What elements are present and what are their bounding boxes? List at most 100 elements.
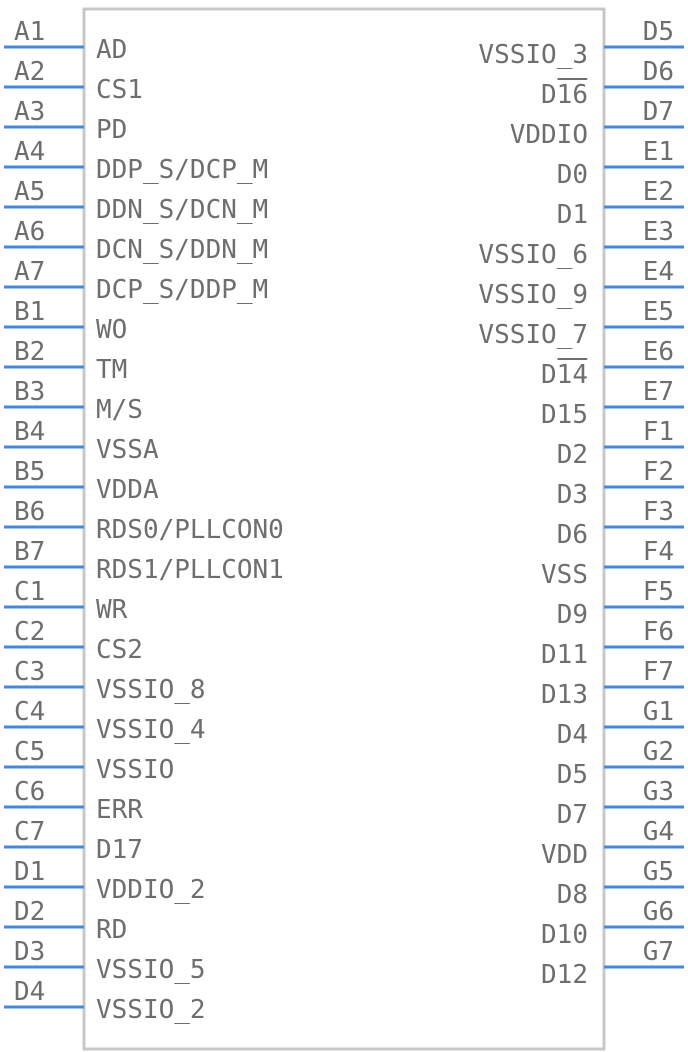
pin-name-d4: D4 [557, 720, 588, 750]
pin-name-dcn-s-ddn-m: DCN_S/DDN_M [96, 235, 268, 265]
pin-name-dcp-s-ddp-m: DCP_S/DDP_M [96, 275, 268, 305]
pin-number-g6: G6 [643, 897, 674, 927]
pin-name-d8: D8 [557, 880, 588, 910]
pin-number-e3: E3 [643, 217, 674, 247]
pin-number-e7: E7 [643, 377, 674, 407]
pin-name-vssio-6: VSSIO_6 [478, 240, 588, 270]
pin-number-f3: F3 [643, 497, 674, 527]
right-pin-group: D5VSSIO_3D6D16D7VDDIOE1D0E2D1E3VSSIO_6E4… [478, 17, 684, 990]
pin-name-vssio-2: VSSIO_2 [96, 995, 206, 1025]
pin-name-vssio-8: VSSIO_8 [96, 675, 206, 705]
pin-number-c2: C2 [14, 617, 45, 647]
pin-name-ddp-s-dcp-m: DDP_S/DCP_M [96, 155, 268, 185]
pin-number-d1: D1 [14, 857, 45, 887]
pin-name-cs2: CS2 [96, 635, 143, 665]
pin-number-d3: D3 [14, 937, 45, 967]
pin-number-e4: E4 [643, 257, 674, 287]
pin-name-vssio-4: VSSIO_4 [96, 715, 206, 745]
pin-name-rd: RD [96, 915, 127, 945]
pin-number-b3: B3 [14, 377, 45, 407]
pin-name-m-s: M/S [96, 395, 143, 425]
pin-number-c1: C1 [14, 577, 45, 607]
pin-name-pd: PD [96, 115, 127, 145]
pin-number-a2: A2 [14, 57, 45, 87]
pin-name-vdda: VDDA [96, 475, 159, 505]
pin-number-g1: G1 [643, 697, 674, 727]
pin-name-wo: WO [96, 315, 127, 345]
pin-number-g2: G2 [643, 737, 674, 767]
pin-name-vssa: VSSA [96, 435, 159, 465]
pin-name-vdd: VDD [541, 840, 588, 870]
component-body [82, 7, 606, 1051]
pin-number-a4: A4 [14, 137, 45, 167]
pin-name-d7: D7 [557, 800, 588, 830]
pin-number-b1: B1 [14, 297, 45, 327]
pin-name-vssio-7: VSSIO_7 [478, 320, 588, 350]
pin-number-g7: G7 [643, 937, 674, 967]
pin-number-g4: G4 [643, 817, 674, 847]
pin-number-b4: B4 [14, 417, 45, 447]
pin-number-f2: F2 [643, 457, 674, 487]
pin-number-e1: E1 [643, 137, 674, 167]
pin-name-ddn-s-dcn-m: DDN_S/DCN_M [96, 195, 268, 225]
pin-number-f6: F6 [643, 617, 674, 647]
pin-name-vddio-2: VDDIO_2 [96, 875, 206, 905]
pin-name-vddio: VDDIO [510, 120, 588, 150]
pin-name-d14: D14 [541, 360, 588, 390]
pin-number-c7: C7 [14, 817, 45, 847]
pin-number-f5: F5 [643, 577, 674, 607]
pin-name-d6: D6 [557, 520, 588, 550]
pin-name-d17: D17 [96, 835, 143, 865]
pin-name-d2: D2 [557, 440, 588, 470]
pin-number-e6: E6 [643, 337, 674, 367]
pin-number-a1: A1 [14, 17, 45, 47]
pin-number-c5: C5 [14, 737, 45, 767]
pin-number-d4: D4 [14, 977, 45, 1007]
pin-name-vss: VSS [541, 560, 588, 590]
pin-number-c3: C3 [14, 657, 45, 687]
pin-name-d11: D11 [541, 640, 588, 670]
pin-number-b2: B2 [14, 337, 45, 367]
pin-name-d9: D9 [557, 600, 588, 630]
pin-number-a5: A5 [14, 177, 45, 207]
pin-number-a6: A6 [14, 217, 45, 247]
pin-number-g3: G3 [643, 777, 674, 807]
pin-number-d5: D5 [643, 17, 674, 47]
pin-name-cs1: CS1 [96, 75, 143, 105]
pin-number-g5: G5 [643, 857, 674, 887]
pin-name-d16: D16 [541, 80, 588, 110]
pin-name-d1: D1 [557, 200, 588, 230]
pin-number-e5: E5 [643, 297, 674, 327]
pin-name-vssio: VSSIO [96, 755, 174, 785]
pin-number-b6: B6 [14, 497, 45, 527]
pin-name-d5: D5 [557, 760, 588, 790]
pin-number-a3: A3 [14, 97, 45, 127]
pin-name-err: ERR [96, 795, 143, 825]
pin-number-f1: F1 [643, 417, 674, 447]
pin-number-e2: E2 [643, 177, 674, 207]
pin-name-tm: TM [96, 355, 127, 385]
pin-name-ad: AD [96, 35, 127, 65]
pin-number-b5: B5 [14, 457, 45, 487]
pin-number-a7: A7 [14, 257, 45, 287]
pin-name-d0: D0 [557, 160, 588, 190]
pin-name-rds0-pllcon0: RDS0/PLLCON0 [96, 515, 284, 545]
pin-name-wr: WR [96, 595, 128, 625]
pin-number-d7: D7 [643, 97, 674, 127]
pin-name-d10: D10 [541, 920, 588, 950]
pin-name-rds1-pllcon1: RDS1/PLLCON1 [96, 555, 284, 585]
pin-number-f7: F7 [643, 657, 674, 687]
pin-number-b7: B7 [14, 537, 45, 567]
pin-number-f4: F4 [643, 537, 674, 567]
pin-name-vssio-5: VSSIO_5 [96, 955, 206, 985]
pin-name-d3: D3 [557, 480, 588, 510]
pin-name-vssio-9: VSSIO_9 [478, 280, 588, 310]
pin-number-d6: D6 [643, 57, 674, 87]
pin-number-d2: D2 [14, 897, 45, 927]
pin-number-c4: C4 [14, 697, 45, 727]
pin-number-c6: C6 [14, 777, 45, 807]
pin-name-d13: D13 [541, 680, 588, 710]
pin-name-d12: D12 [541, 960, 588, 990]
